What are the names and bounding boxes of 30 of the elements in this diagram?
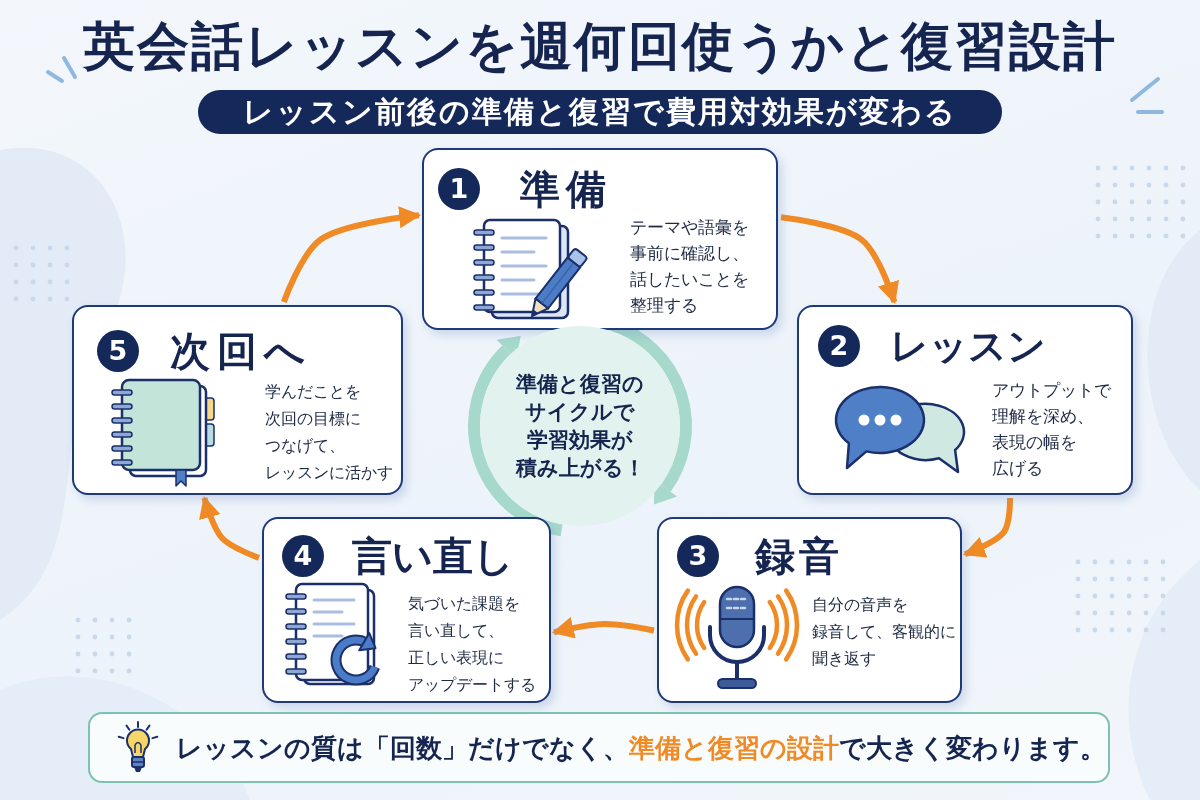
step-heading: 言い直し (352, 533, 514, 579)
step-card (422, 148, 778, 330)
step-description: テーマや語彙を事前に確認し、話したいことを整理する (630, 216, 749, 317)
step-heading: 次回へ (170, 328, 312, 374)
summary-text: 準備と復習のサイクルで学習効果が積み上がる！ (515, 371, 645, 482)
arrow (780, 214, 899, 305)
step-card (72, 305, 403, 495)
tip-banner (88, 712, 1110, 783)
step-description: 学んだことを次回の目標につなげて、レッスンに活かす (265, 381, 393, 484)
step-number: 3 (677, 535, 719, 577)
title: 英会話レッスンを週何回使うかと復習設計 (83, 16, 1117, 76)
step-description: 自分の音声を録音して、客観的に聞き返す (812, 595, 956, 670)
arrow (199, 495, 261, 561)
step-card (657, 517, 962, 703)
subtitle-banner: レッスン前後の準備と復習で費用対効果が変わる (198, 90, 1002, 134)
step-number: 5 (97, 330, 139, 372)
step-description: 気づいた課題を言い直して、正しい表現にアップデートする (408, 593, 536, 696)
step-heading: レッスン (890, 323, 1046, 369)
step-heading: 録音 (755, 533, 843, 579)
arrow (551, 617, 655, 639)
step-description: アウトプットで理解を深め、表現の幅を広げる (992, 379, 1111, 480)
step-heading: 準備 (520, 166, 612, 212)
step-number: 1 (438, 168, 480, 210)
step-card (262, 517, 551, 703)
arrow (281, 206, 422, 304)
tip-text: レッスンの質は「回数」だけでなく、準備と復習の設計で大きく変わります。 (176, 731, 1106, 765)
step-number: 2 (818, 325, 860, 367)
step-card (797, 305, 1133, 495)
arrow (962, 497, 1013, 558)
step-number: 4 (282, 535, 324, 577)
